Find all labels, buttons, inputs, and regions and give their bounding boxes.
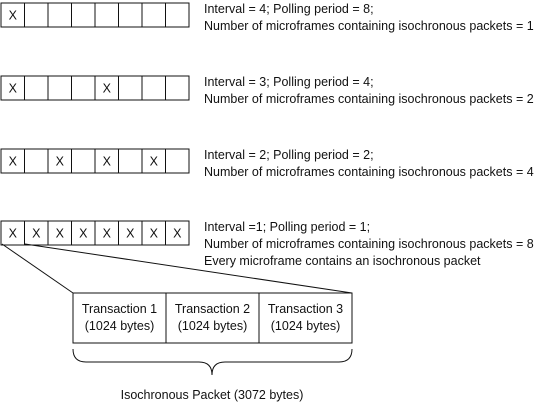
microframe-cell (118, 75, 143, 101)
microframe-row: X X X X Interval = 2; Polling period = 2; Num… (0, 148, 534, 179)
interval-label: Interval =1; Polling period = 1; (204, 220, 370, 234)
microframe-cell (24, 148, 49, 174)
transaction-box: Transaction 1 (1024 bytes) (72, 292, 167, 344)
microframe-cell (71, 2, 96, 28)
interval-label: Interval = 2; Polling period = 2; (204, 148, 374, 162)
transaction-box: Transaction 3 (1024 bytes) (258, 292, 353, 344)
microframe-row: X Interval = 4; Polling period = 8; Number… (0, 2, 534, 33)
transaction-frame (258, 292, 353, 344)
microframe-cell (94, 2, 119, 28)
transaction-frame (72, 292, 167, 344)
transaction-title: Transaction 2 (175, 302, 250, 316)
expansion-lines (1, 243, 353, 294)
packet-mark: X (150, 227, 159, 241)
packet-mark: X (79, 227, 88, 241)
packet-mark: X (103, 227, 112, 241)
packet-mark: X (56, 227, 65, 241)
microframe-cell (47, 2, 72, 28)
microframe-cell (24, 2, 49, 28)
microframe-cell (165, 148, 190, 174)
microframe-cell (165, 2, 190, 28)
row-description: Number of microframes containing isochro… (204, 237, 534, 251)
packet-brace (72, 348, 353, 376)
microframe-cell (47, 75, 72, 101)
transaction-size: (1024 bytes) (271, 319, 340, 333)
packet-mark: X (9, 82, 18, 96)
transaction-title: Transaction 1 (82, 302, 157, 316)
transaction-size: (1024 bytes) (178, 319, 247, 333)
microframe-cell (118, 148, 143, 174)
packet-mark: X (126, 227, 135, 241)
packet-mark: X (56, 155, 65, 169)
packet-mark: X (32, 227, 41, 241)
row-description: Number of microframes containing isochro… (204, 19, 534, 33)
row-description: Number of microframes containing isochro… (204, 165, 534, 179)
microframe-rows: X Interval = 4; Polling period = 8; Number… (0, 2, 534, 268)
row-description: Number of microframes containing isochro… (204, 92, 534, 106)
packet-mark: X (173, 227, 182, 241)
microframe-cell (141, 75, 166, 101)
row-description: Every microframe contains an isochronous… (204, 254, 481, 268)
transaction-block: Transaction 1 (1024 bytes) Transaction 2 (1… (72, 292, 353, 344)
microframe-cell (165, 75, 190, 101)
microframe-cell (141, 2, 166, 28)
microframe-row: X X Interval = 3; Polling period = 4; Numbe… (0, 75, 534, 106)
packet-mark: X (103, 82, 112, 96)
packet-label: Isochronous Packet (3072 bytes) (121, 388, 304, 402)
transaction-frame (165, 292, 260, 344)
packet-mark: X (9, 155, 18, 169)
interval-label: Interval = 4; Polling period = 8; (204, 2, 374, 16)
packet-mark: X (103, 155, 112, 169)
packet-mark: X (9, 227, 18, 241)
transaction-size: (1024 bytes) (85, 319, 154, 333)
microframe-cell (71, 75, 96, 101)
transaction-box: Transaction 2 (1024 bytes) (165, 292, 260, 344)
microframe-cell (165, 220, 190, 246)
interval-label: Interval = 3; Polling period = 4; (204, 75, 374, 89)
packet-mark: X (9, 9, 18, 23)
microframe-cell (24, 75, 49, 101)
packet-mark: X (150, 155, 159, 169)
microframe-cell (118, 2, 143, 28)
transaction-title: Transaction 3 (268, 302, 343, 316)
microframe-cell (71, 148, 96, 174)
